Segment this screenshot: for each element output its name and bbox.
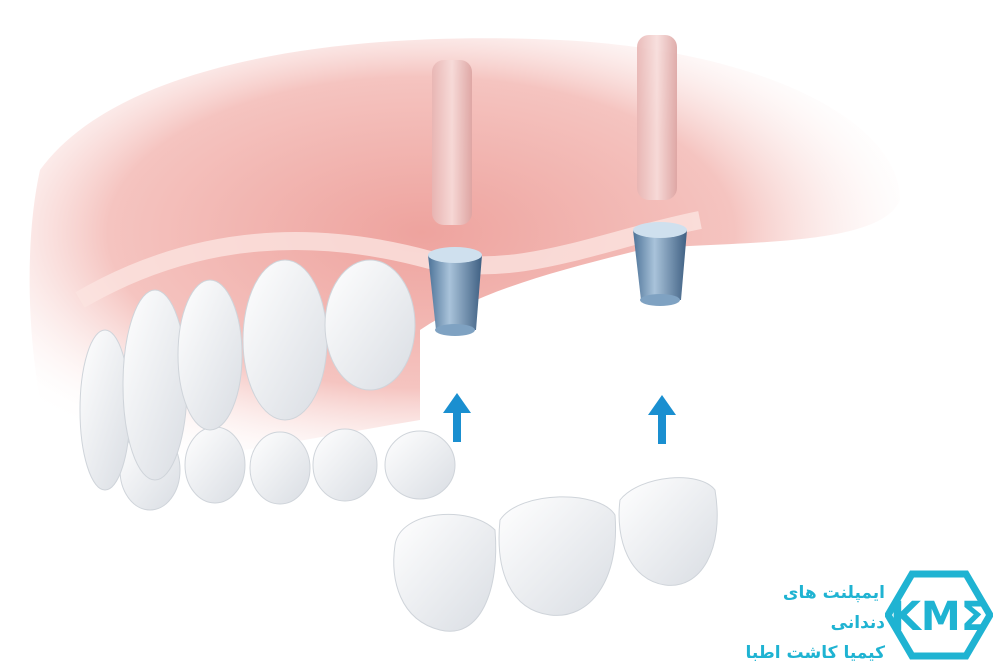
arrow-up-icon — [443, 393, 471, 442]
upper-teeth — [79, 259, 416, 491]
implant-right — [633, 35, 687, 306]
logo-line-2: کیمیا کاشت اطبا — [745, 643, 885, 663]
company-logo: ایمپلنت های دندانی کیمیا کاشت اطبا KMΣ — [735, 570, 996, 663]
dental-bridge — [393, 477, 718, 632]
logo-line-1: ایمپلنت های دندانی — [782, 583, 885, 633]
gum-edge — [75, 211, 702, 308]
implant-left — [428, 60, 482, 336]
logo-text: ایمپلنت های دندانی کیمیا کاشت اطبا — [735, 578, 885, 664]
svg-text:KMΣ: KMΣ — [890, 594, 988, 640]
arrow-up-icon — [648, 395, 676, 444]
logo-mark-icon: KMΣ — [885, 570, 993, 660]
